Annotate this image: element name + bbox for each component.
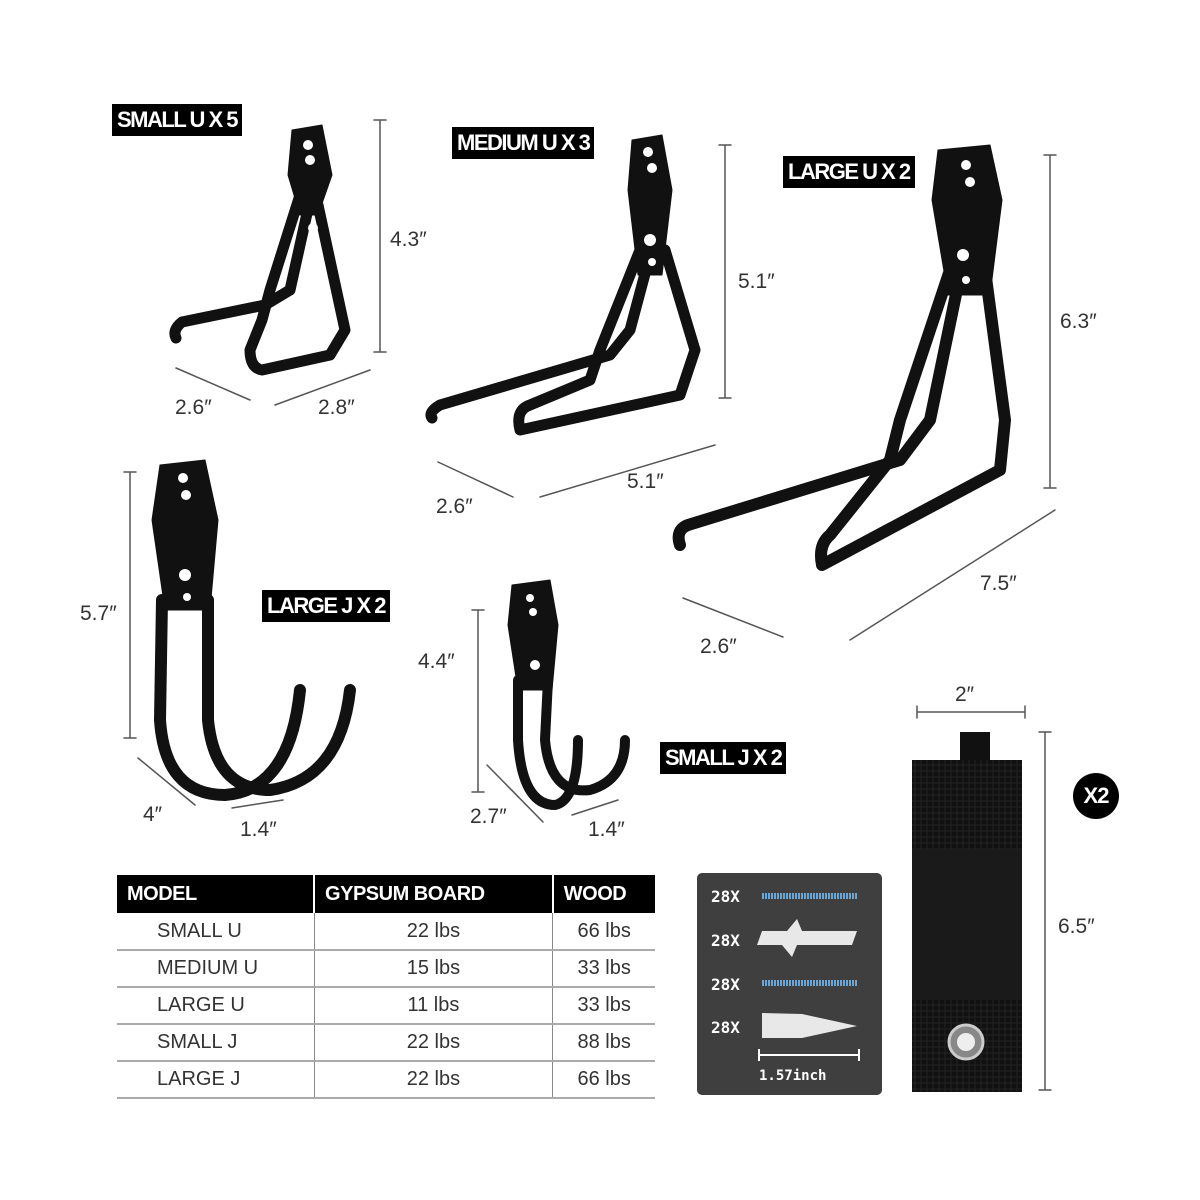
- small-j-hook: [507, 579, 630, 810]
- model-cell: SMALL U: [117, 913, 315, 951]
- large-u-hook: [672, 144, 1011, 571]
- large-u-height: 6.3″: [1060, 310, 1097, 333]
- model-cell: LARGE J: [117, 1061, 315, 1099]
- small-u-height: 4.3″: [390, 228, 427, 251]
- model-cell: MEDIUM U: [117, 950, 315, 988]
- large-j-hook: [151, 459, 356, 801]
- wood-cell: 33 lbs: [552, 950, 655, 988]
- anchor-icon: [757, 919, 857, 957]
- small-j-depth2: 1.4″: [588, 818, 625, 841]
- large-u-label: LARGE U X 2: [783, 156, 915, 188]
- wood-cell: 33 lbs: [552, 987, 655, 1025]
- large-j-depth1: 4″: [143, 803, 163, 826]
- small-j-depth1: 2.7″: [470, 805, 507, 828]
- medium-u-depth2: 5.1″: [627, 470, 664, 493]
- header-wood: WOOD: [552, 875, 655, 913]
- small-u-depth2: 2.8″: [318, 396, 355, 419]
- medium-u-hook: [425, 134, 701, 436]
- hardware-length: 1.57inch: [759, 1068, 827, 1084]
- strap-width: 2″: [955, 683, 975, 706]
- gypsum-cell: 22 lbs: [314, 913, 554, 951]
- medium-u-label: MEDIUM U X 3: [452, 127, 595, 159]
- header-model: MODEL: [117, 875, 316, 913]
- velcro-strap: [912, 732, 1022, 1092]
- strap-quantity-badge: X2: [1073, 773, 1119, 819]
- large-j-height: 5.7″: [80, 602, 117, 625]
- small-j-label: SMALL J X 2: [660, 742, 787, 774]
- strap-height: 6.5″: [1058, 915, 1095, 938]
- hardware-panel: 28X 28X 28X 28X 1.57inch: [697, 873, 882, 1095]
- anchor-qty: 28X: [711, 1018, 740, 1037]
- large-u-depth2: 7.5″: [980, 572, 1017, 595]
- gypsum-cell: 11 lbs: [314, 987, 554, 1025]
- hardware-icons: [757, 893, 860, 1061]
- model-cell: SMALL J: [117, 1024, 315, 1062]
- dimension-lines: [123, 119, 1057, 1091]
- anchor-icon: [762, 1013, 857, 1038]
- medium-u-depth1: 2.6″: [436, 495, 473, 518]
- anchor-qty: 28X: [711, 931, 740, 950]
- large-j-depth2: 1.4″: [240, 818, 277, 841]
- small-u-hook: [169, 124, 351, 376]
- gypsum-cell: 22 lbs: [314, 1061, 554, 1099]
- screw-qty: 28X: [711, 975, 740, 994]
- large-u-depth1: 2.6″: [700, 635, 737, 658]
- small-u-label: SMALL U X 5: [112, 104, 243, 136]
- header-gypsum: GYPSUM BOARD: [314, 875, 554, 913]
- scale-bar: [758, 1049, 860, 1061]
- gypsum-cell: 22 lbs: [314, 1024, 554, 1062]
- model-cell: LARGE U: [117, 987, 315, 1025]
- gypsum-cell: 15 lbs: [314, 950, 554, 988]
- small-u-depth1: 2.6″: [175, 396, 212, 419]
- wood-cell: 88 lbs: [552, 1024, 655, 1062]
- large-j-label: LARGE J X 2: [262, 590, 390, 622]
- small-j-height: 4.4″: [418, 650, 455, 673]
- wood-cell: 66 lbs: [552, 1061, 655, 1099]
- medium-u-height: 5.1″: [738, 270, 775, 293]
- wood-cell: 66 lbs: [552, 913, 655, 951]
- screw-qty: 28X: [711, 887, 740, 906]
